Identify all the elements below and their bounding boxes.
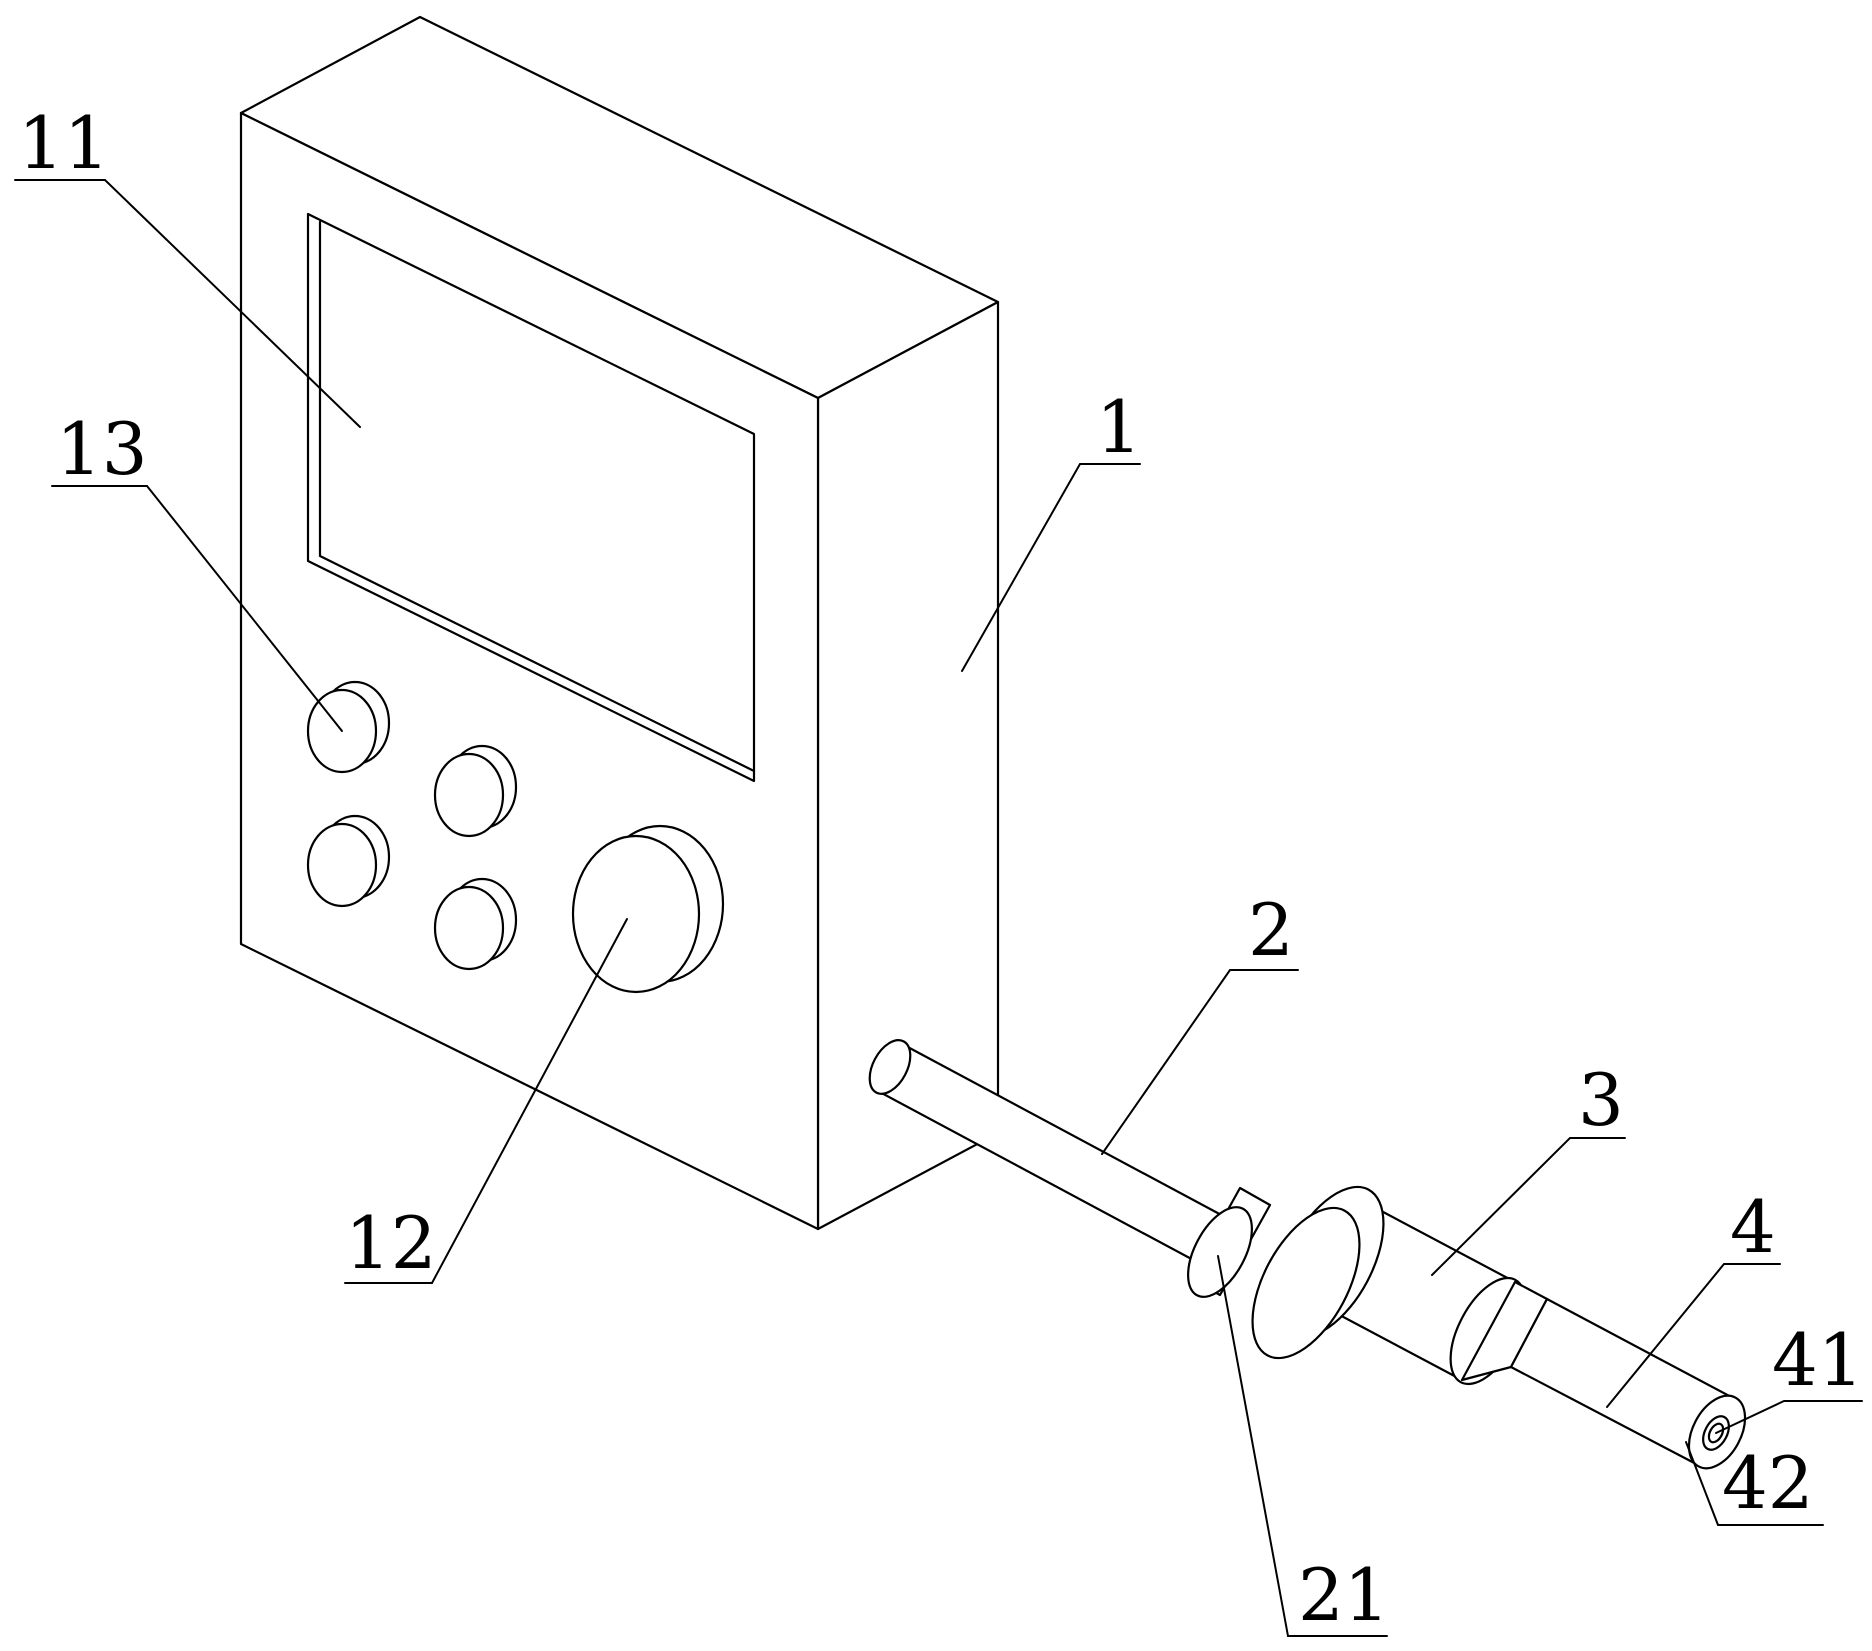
- label-1: 1: [1096, 385, 1142, 469]
- label-4: 4: [1730, 1185, 1776, 1269]
- label-12: 12: [345, 1201, 437, 1285]
- label-3: 3: [1578, 1058, 1624, 1142]
- label-11: 11: [18, 101, 110, 185]
- knob-front: [573, 836, 699, 992]
- label-13: 13: [56, 407, 148, 491]
- leader-2: [1102, 970, 1298, 1154]
- label-41: 41: [1772, 1318, 1864, 1402]
- tip: [1462, 1282, 1757, 1478]
- label-2: 2: [1248, 888, 1294, 972]
- label-21: 21: [1298, 1553, 1390, 1637]
- label-42: 42: [1722, 1441, 1814, 1525]
